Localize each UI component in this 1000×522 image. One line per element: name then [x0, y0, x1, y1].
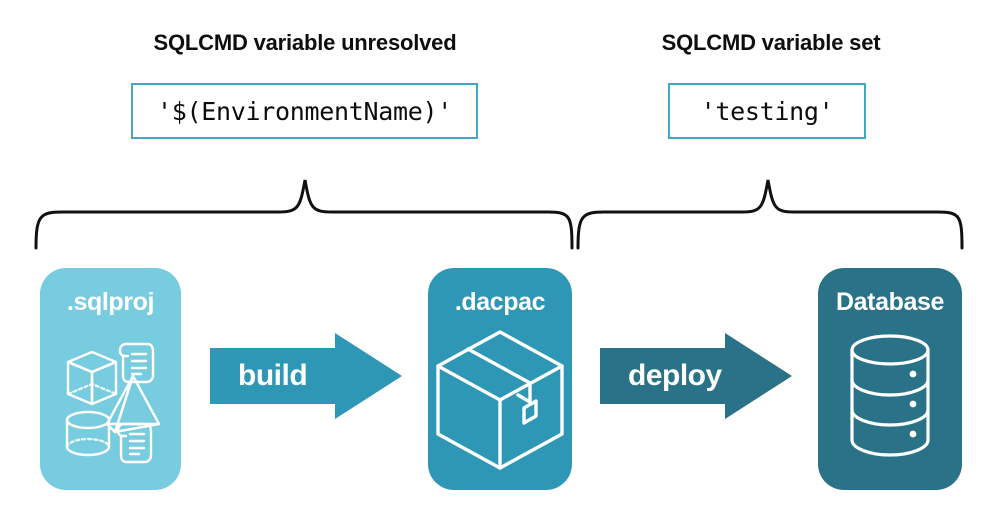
cube-icon [66, 350, 118, 406]
card-database-label: Database [836, 288, 944, 316]
arrow-deploy-shape [600, 333, 792, 419]
brace-group [34, 179, 964, 250]
brace-left-icon [34, 179, 574, 250]
card-database-artwork [850, 334, 930, 457]
arrow-build[interactable]: build [210, 333, 402, 419]
brace-right-icon [576, 179, 964, 250]
card-database[interactable]: Database [818, 268, 962, 490]
arrow-deploy[interactable]: deploy [600, 333, 792, 419]
card-sqlproj[interactable]: .sqlproj [40, 268, 181, 490]
sqlcmd-variable-set-value: 'testing' [668, 83, 866, 139]
arrow-build-shape [210, 333, 402, 419]
scroll-icon [116, 422, 153, 464]
section-title-left: SQLCMD variable unresolved [153, 30, 457, 55]
package-box-icon [436, 330, 564, 470]
card-dacpac-artwork [436, 330, 564, 470]
sqlcmd-variable-unresolved-value: '$(EnvironmentName)' [131, 83, 478, 139]
section-title-right: SQLCMD variable set [661, 30, 881, 55]
card-dacpac[interactable]: .dacpac [428, 268, 572, 490]
scroll-icon [118, 342, 155, 384]
cylinder-icon [65, 410, 111, 457]
card-dacpac-label: .dacpac [454, 288, 546, 316]
database-cylinder-icon [850, 334, 930, 457]
card-sqlproj-label: .sqlproj [66, 288, 155, 316]
card-sqlproj-artwork [65, 342, 161, 464]
